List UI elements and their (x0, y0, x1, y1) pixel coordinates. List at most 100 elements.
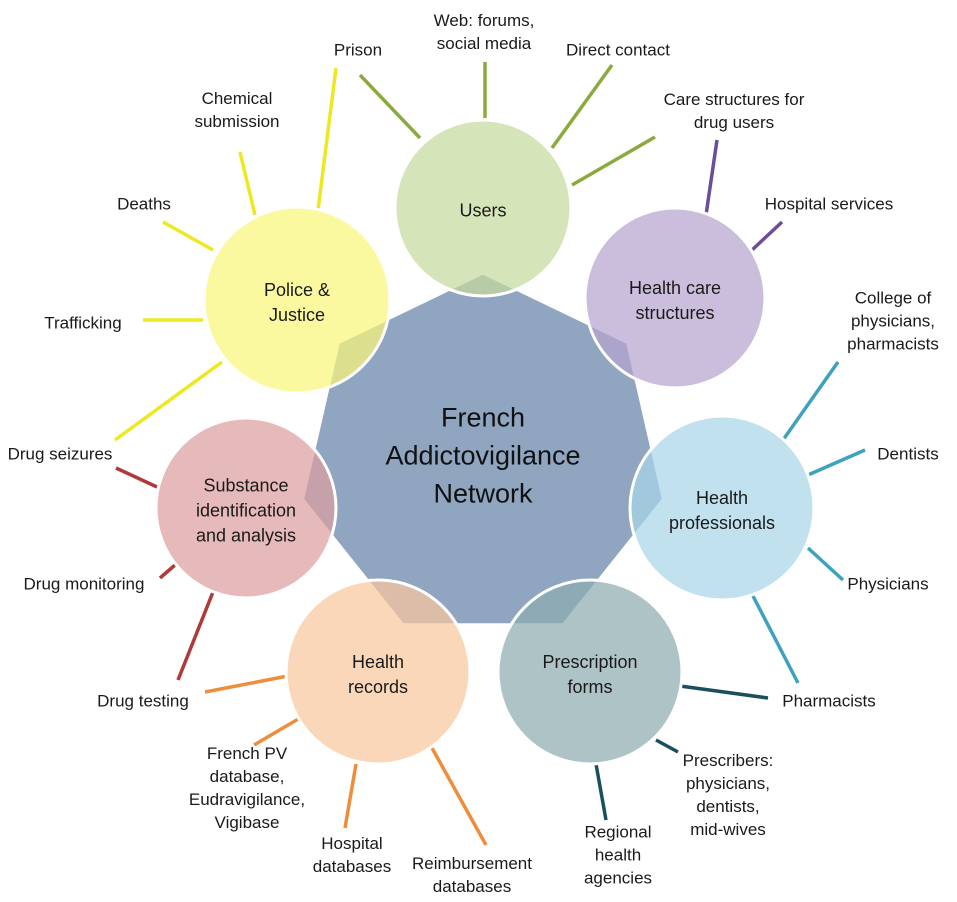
item-label: Dentists (877, 445, 938, 464)
spoke-line (176, 591, 215, 681)
item-label-line: Physicians (847, 575, 928, 594)
category-nodes (154, 118, 816, 766)
spoke-line (781, 360, 840, 442)
item-label-line: drug users (694, 113, 774, 132)
node-label-line: Substance (203, 475, 288, 495)
item-label-line: social media (437, 34, 532, 53)
node-users (393, 118, 573, 298)
spoke-line (158, 563, 177, 580)
node-circle (496, 578, 684, 766)
spoke-line (113, 360, 224, 442)
item-label-line: health (595, 846, 641, 865)
item-label-line: submission (194, 112, 279, 131)
item-label-line: Direct contact (566, 41, 670, 60)
node-label-line: identification (196, 500, 296, 520)
item-label: Deaths (117, 195, 171, 214)
spoke-line (162, 220, 214, 252)
item-label-line: Regional (584, 823, 651, 842)
item-label: Drug seizures (8, 445, 113, 464)
node-label-line: Police & (264, 280, 330, 300)
item-label-line: Eudravigilance, (189, 790, 305, 809)
node-label: Users (459, 200, 506, 220)
node-label-line: Prescription (542, 652, 637, 672)
node-label: Health professionals (669, 488, 775, 533)
node-label-line: and analysis (196, 525, 296, 545)
node-label-line: Users (459, 200, 506, 220)
item-label-line: College of (855, 289, 932, 308)
node-label: Health records (348, 652, 408, 697)
node-label: Prescription forms (542, 652, 637, 697)
spoke-line (343, 763, 358, 829)
spoke-line (238, 151, 257, 216)
spoke-line (550, 63, 614, 150)
node-health-records (284, 578, 472, 766)
spoke-line (750, 220, 784, 252)
node-circle (393, 118, 573, 298)
spoke-lines (113, 62, 866, 846)
item-label-line: Chemical (202, 89, 273, 108)
node-substance-identification (154, 416, 338, 600)
item-label-line: Hospital (321, 834, 382, 853)
item-label: Hospital databases (313, 834, 391, 876)
item-label-line: Prescribers: (683, 751, 774, 770)
item-label-line: databases (313, 857, 391, 876)
item-label-line: Deaths (117, 195, 171, 214)
item-label-line: Drug testing (97, 692, 189, 711)
item-label: Pharmacists (782, 692, 876, 711)
spoke-line (253, 716, 301, 747)
spoke-line (807, 448, 866, 477)
item-label-line: Care structures for (664, 90, 805, 109)
item-label-line: database, (210, 767, 285, 786)
spoke-line (594, 763, 608, 821)
item-label-line: dentists, (696, 797, 759, 816)
node-police-justice (202, 205, 392, 395)
item-label-line: Drug seizures (8, 445, 113, 464)
node-label-line: records (348, 677, 408, 697)
item-label: Prison (334, 41, 382, 60)
item-label: Hospital services (765, 195, 894, 214)
item-label-line: physicians, (686, 774, 770, 793)
spoke-line (358, 73, 422, 140)
node-circle (202, 205, 392, 395)
item-label: Care structures for drug users (664, 90, 805, 132)
spoke-line (571, 135, 656, 187)
spoke-line (679, 684, 769, 700)
item-label-line: mid-wives (690, 820, 766, 839)
node-label-line: Justice (269, 305, 325, 325)
node-label-line: Health care (629, 278, 721, 298)
item-label-line: Dentists (877, 445, 938, 464)
item-label: Regional health agencies (584, 823, 652, 888)
node-label-line: forms (568, 677, 613, 697)
item-label-line: Prison (334, 41, 382, 60)
item-label-line: French PV (207, 744, 288, 763)
spoke-line (806, 546, 845, 582)
item-label-line: Hospital services (765, 195, 894, 214)
item-label: French PV database, Eudravigilance, Vigibas… (189, 744, 305, 832)
item-label-line: agencies (584, 869, 652, 888)
item-label-line: Pharmacists (782, 692, 876, 711)
node-label-line: Health (696, 488, 748, 508)
node-label-line: Health (352, 652, 404, 672)
item-label-line: Reimbursement (412, 854, 532, 873)
node-label: Substance identification and analysis (196, 475, 296, 545)
item-label-line: Web: forums, (434, 11, 535, 30)
item-label-line: Vigibase (215, 813, 280, 832)
spoke-line (115, 466, 158, 489)
item-label: Trafficking (44, 314, 121, 333)
node-health-care-structures (583, 206, 767, 390)
item-label: Drug monitoring (24, 575, 145, 594)
node-circle (628, 414, 816, 602)
node-label-line: structures (635, 303, 714, 323)
center-title-line: French (441, 403, 525, 433)
center-title-line: Addictovigilance (385, 441, 580, 471)
spoke-line (430, 747, 488, 846)
item-label: Direct contact (566, 41, 670, 60)
spoke-line (655, 738, 679, 754)
item-label-line: Trafficking (44, 314, 121, 333)
spoke-line (751, 595, 800, 684)
item-label-line: pharmacists (847, 335, 939, 354)
center-title-line: Network (433, 479, 533, 509)
node-label-line: professionals (669, 513, 775, 533)
